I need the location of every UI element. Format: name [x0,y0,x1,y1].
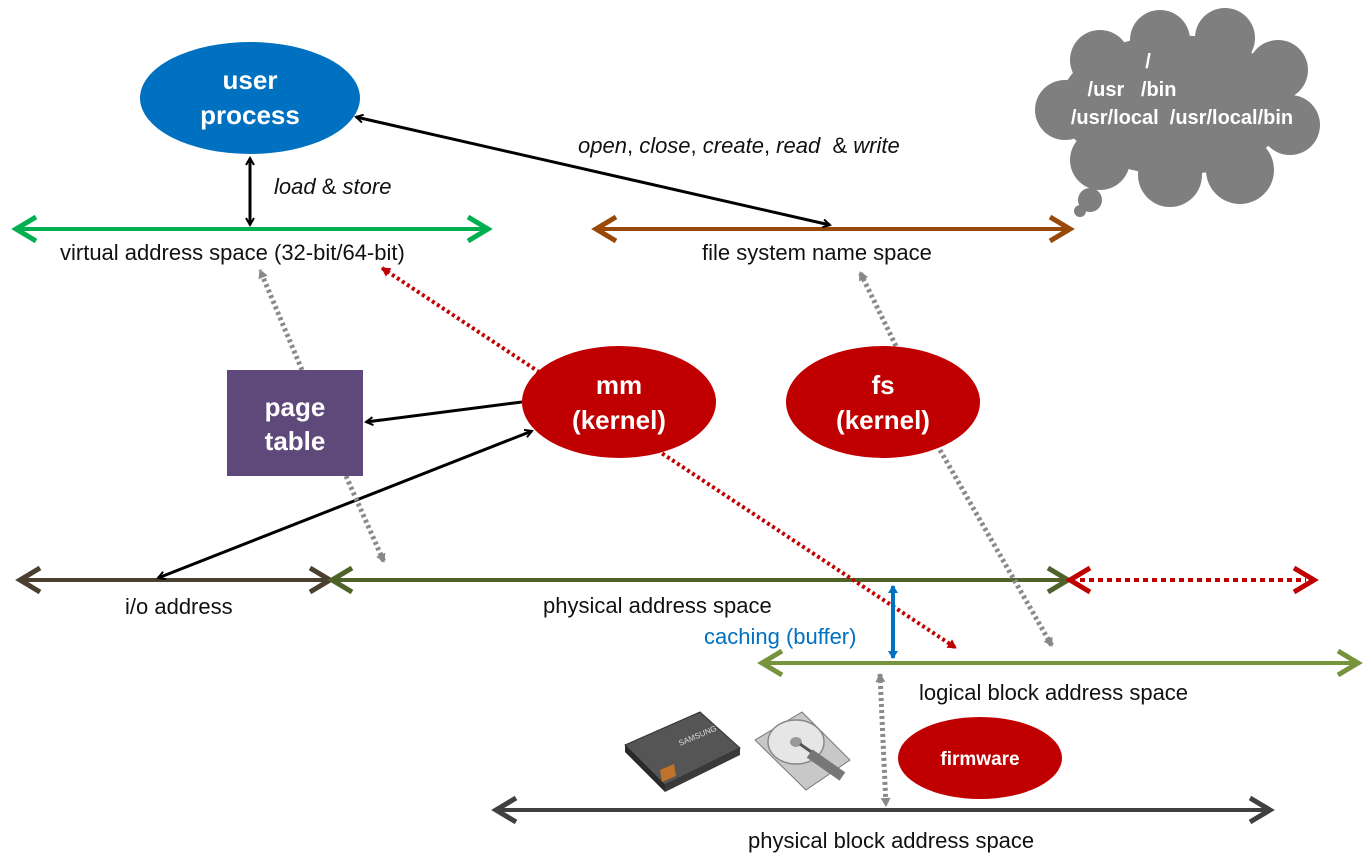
user-process-line2: process [200,100,300,130]
user-process-node [140,42,360,154]
pas-label: physical address space [543,593,772,618]
arrow-user-to-fsns [356,117,830,225]
fs-kernel-node [786,346,980,458]
pas-extension-dotted [1065,565,1319,595]
syscall-read: read [776,133,821,158]
cloud-line-3: /usr/local /usr/local/bin [1071,107,1293,129]
edge-load: load [274,174,316,199]
arrow-fs-to-lba [937,448,1055,648]
edge-store: store [343,174,392,199]
arrow-pagetable-to-vas [257,269,305,371]
firmware-node [898,717,1062,799]
caching-label: caching (buffer) [704,624,856,649]
syscall-open: open [578,133,627,158]
edge-amp: & [322,174,337,199]
io-label: i/o address [125,594,233,619]
syscall-create: create [703,133,764,158]
syscall-close: close [639,133,690,158]
user-process-line1: user [223,65,278,95]
syscalls-label: open, close, create, read & write [578,133,900,158]
vas-label: virtual address space (32-bit/64-bit) [60,240,405,265]
mm-line1: mm [596,370,642,400]
ssd-device-image: SAMSUNG [624,711,741,792]
pba-label: physical block address space [748,828,1034,853]
arrow-pagetable-to-pas [343,474,387,564]
arrow-fs-to-fsns [857,270,899,348]
cloud-line-2: /usr /bin [1088,79,1177,101]
page-table-line1: page [265,392,326,422]
arrow-vas-to-lba-red [380,266,958,650]
fsns-line [591,214,1075,244]
load-store-label: load & store [274,174,391,199]
arrow-mm-to-pagetable [366,400,523,422]
fs-line2: (kernel) [836,405,930,435]
firmware-label: firmware [940,749,1019,770]
page-table-line2: table [265,426,326,456]
hdd-device-image [754,711,851,791]
mm-kernel-node [522,346,716,458]
lba-label: logical block address space [919,680,1188,705]
fsns-label: file system name space [702,240,932,265]
arrow-lba-pba [875,673,891,807]
namespace-cloud [1035,8,1320,217]
lba-line [757,648,1363,678]
pas-line [327,565,1073,595]
page-table-node [227,370,363,476]
mm-line2: (kernel) [572,405,666,435]
pba-line [491,795,1275,825]
fs-line1: fs [871,370,894,400]
vas-line [11,214,493,244]
syscall-write: write [853,133,899,158]
cloud-line-1: / [1145,51,1151,73]
syscall-amp: & [832,133,847,158]
